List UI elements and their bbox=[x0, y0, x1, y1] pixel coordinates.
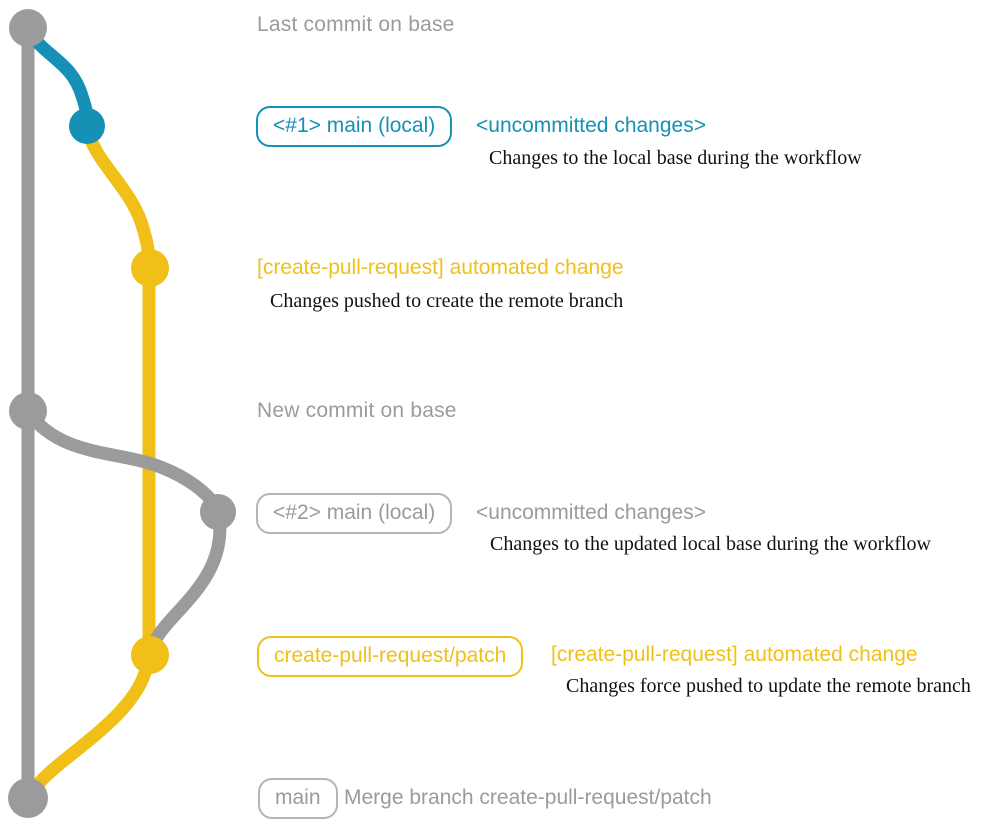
edge-merge-patch bbox=[23, 652, 155, 802]
edge-patch-branch bbox=[80, 121, 156, 662]
commit-node-last-base bbox=[9, 9, 47, 47]
caption-merge-branch: Merge branch create-pull-request/patch bbox=[344, 786, 712, 809]
commit-node-local-main-1 bbox=[69, 108, 105, 144]
commit-node-new-base bbox=[9, 392, 47, 430]
badge-main-local-2: <#2> main (local) bbox=[256, 493, 453, 535]
detail-local-base-changes-1: Changes to the local base during the wor… bbox=[489, 147, 862, 169]
heading-new-commit-on-base: New commit on base bbox=[257, 399, 457, 422]
detail-push-create-branch: Changes pushed to create the remote bran… bbox=[270, 290, 624, 312]
caption-automated-change-1: [create-pull-request] automated change bbox=[257, 256, 624, 279]
detail-local-base-changes-2: Changes to the updated local base during… bbox=[490, 533, 931, 555]
commit-node-merge bbox=[8, 778, 48, 818]
heading-last-commit-on-base: Last commit on base bbox=[257, 13, 455, 36]
badge-main: main bbox=[258, 778, 338, 820]
caption-uncommitted-changes-2: <uncommitted changes> bbox=[476, 501, 706, 524]
caption-uncommitted-changes-1: <uncommitted changes> bbox=[476, 114, 706, 137]
commit-node-patch-1 bbox=[131, 249, 169, 287]
commit-graph bbox=[8, 9, 236, 818]
caption-automated-change-2: [create-pull-request] automated change bbox=[551, 643, 918, 666]
edge-rebase-out bbox=[22, 406, 223, 513]
edge-rebase-in bbox=[144, 509, 227, 657]
badge-main-local-1: <#1> main (local) bbox=[256, 106, 453, 148]
detail-force-push-branch: Changes force pushed to update the remot… bbox=[566, 675, 971, 697]
commit-node-local-main-2 bbox=[200, 494, 236, 530]
badge-patch-branch: create-pull-request/patch bbox=[257, 636, 524, 678]
commit-node-patch-2 bbox=[131, 636, 169, 674]
